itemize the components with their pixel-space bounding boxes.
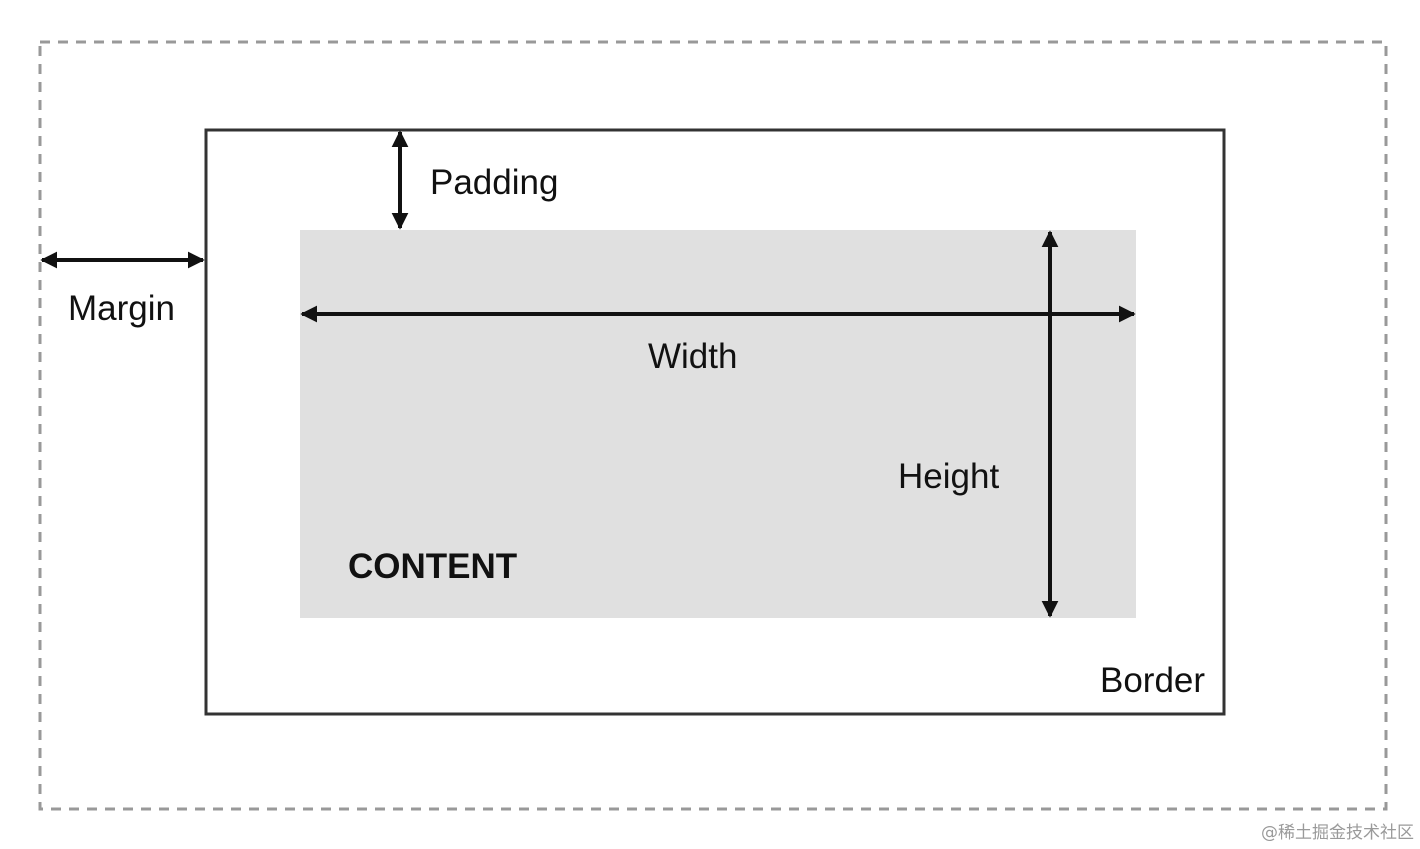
content-label: CONTENT (348, 547, 517, 586)
width-label: Width (648, 337, 737, 376)
padding-label: Padding (430, 163, 558, 202)
content-box (300, 230, 1136, 618)
margin-box (38, 40, 1388, 811)
watermark: @稀土掘金技术社区 (1261, 823, 1414, 843)
height-label: Height (898, 457, 999, 496)
margin-label: Margin (68, 289, 175, 328)
border-label: Border (1100, 661, 1205, 700)
